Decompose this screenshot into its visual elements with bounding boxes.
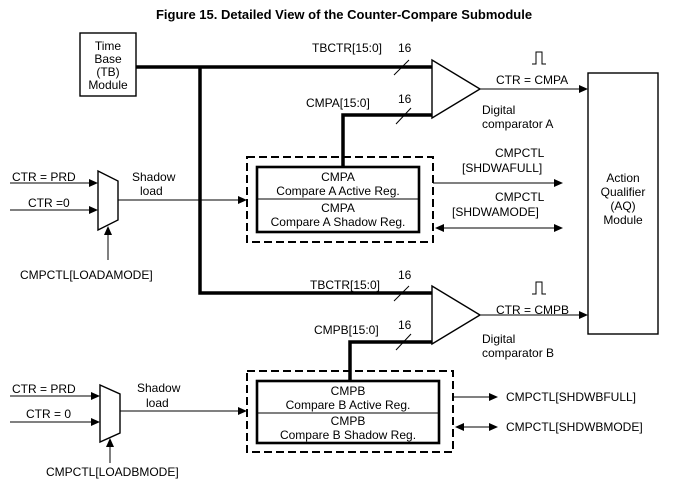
- shdwbfull-label: CMPCTL[SHDWBFULL]: [506, 390, 636, 404]
- comparator-a-label-2: comparator A: [482, 117, 553, 131]
- mux-a: [97, 169, 119, 232]
- cmpa-active-desc: Compare A Active Reg.: [276, 184, 399, 198]
- comparator-a-label-1: Digital: [482, 103, 515, 117]
- pulse-icon: [532, 281, 546, 295]
- cmpa-label: CMPA[15:0]: [306, 96, 370, 110]
- shdwafull-line1: CMPCTL: [495, 146, 545, 160]
- aq-label-1: Action: [606, 171, 639, 185]
- arrow-head: [104, 226, 112, 235]
- cmpa-width: 16: [398, 92, 412, 106]
- arrow-head: [489, 393, 498, 401]
- time-base-label-2: Base: [94, 52, 122, 66]
- mux-b-input-2: CTR = 0: [26, 407, 71, 421]
- time-base-module: [79, 32, 137, 97]
- pulse-icon: [532, 51, 546, 65]
- cmpa-register-group: [246, 156, 434, 243]
- comparator-b-label-1: Digital: [482, 332, 515, 346]
- arrow-head: [91, 418, 100, 426]
- cmpb-shadow-desc: Compare B Shadow Reg.: [280, 428, 416, 442]
- arrow-head: [554, 224, 563, 232]
- arrow-head: [238, 407, 247, 415]
- aq-label-3: (AQ): [610, 199, 635, 213]
- tbctr-bus: [136, 65, 432, 295]
- figure-title: Figure 15. Detailed View of the Counter-…: [156, 7, 532, 22]
- ctr-equal-cmpb: CTR = CMPB: [496, 303, 569, 317]
- arrow-head: [89, 179, 98, 187]
- channel-a: TBCTR[15:0] 16 CMPA[15:0] 16 CTR = CMPA …: [10, 41, 588, 282]
- cmpb-label: CMPB[15:0]: [314, 323, 379, 337]
- loadamode-label: CMPCTL[LOADAMODE]: [20, 268, 153, 282]
- action-qualifier-module: [587, 72, 659, 335]
- arrow-head: [489, 423, 498, 431]
- comparator-b-label-2: comparator B: [482, 346, 554, 360]
- loadbmode-label: CMPCTL[LOADBMODE]: [46, 465, 179, 479]
- shadow-load-a-2: load: [140, 184, 163, 198]
- cmpb-registers: [255, 379, 441, 445]
- arrow-head: [91, 392, 100, 400]
- cmpa-active-name: CMPA: [321, 170, 355, 184]
- shdwamode-line2: [SHDWAMODE]: [452, 205, 539, 219]
- cmpa-shadow-name: CMPA: [321, 201, 355, 215]
- arrow-head: [579, 85, 588, 93]
- shadow-load-b-1: Shadow: [137, 381, 181, 395]
- arrow-head: [435, 224, 444, 232]
- cmpb-shadow-name: CMPB: [331, 414, 366, 428]
- channel-b: TBCTR[15:0] 16 CMPB[15:0] 16 CTR = CMPB …: [10, 268, 643, 479]
- tbctr-b-label: TBCTR[15:0]: [310, 278, 380, 292]
- time-base-label-4: Module: [88, 78, 128, 92]
- time-base-label-1: Time: [95, 39, 122, 53]
- tbctr-a-width: 16: [398, 41, 412, 55]
- arrow-head: [455, 423, 464, 431]
- arrow-head: [89, 206, 98, 214]
- shdwamode-line1: CMPCTL: [495, 190, 545, 204]
- mux-a-input-1: CTR = PRD: [12, 170, 76, 184]
- mux-a-input-2: CTR =0: [28, 196, 70, 210]
- cmpb-register-group: [246, 370, 454, 453]
- bus-width-slash: [395, 107, 412, 125]
- arrow-head: [554, 179, 563, 187]
- cmpb-active-desc: Compare B Active Reg.: [286, 398, 411, 412]
- shadow-load-b-2: load: [146, 396, 169, 410]
- shdwbmode-label: CMPCTL[SHDWBMODE]: [506, 420, 643, 434]
- cmpb-active-name: CMPB: [331, 384, 366, 398]
- shdwafull-line2: [SHDWAFULL]: [462, 161, 542, 175]
- tbctr-b-width: 16: [398, 268, 412, 282]
- comparator-b: [431, 284, 482, 346]
- bus-width-slash: [393, 285, 410, 302]
- mux-b-input-1: CTR = PRD: [12, 382, 76, 396]
- cmpb-width: 16: [398, 318, 412, 332]
- time-base-label-3: (TB): [96, 65, 119, 79]
- arrow-head: [579, 311, 588, 319]
- shadow-load-a-1: Shadow: [132, 170, 176, 184]
- aq-label-2: Qualifier: [601, 185, 646, 199]
- ctr-equal-cmpa: CTR = CMPA: [496, 73, 568, 87]
- arrow-head: [106, 438, 114, 447]
- bus-width-slash: [393, 59, 410, 76]
- aq-label-4: Module: [603, 213, 643, 227]
- tbctr-a-label: TBCTR[15:0]: [312, 41, 382, 55]
- bus-width-slash: [395, 333, 412, 351]
- cmpa-shadow-desc: Compare A Shadow Reg.: [271, 215, 406, 229]
- arrow-head: [238, 196, 247, 204]
- mux-b: [99, 383, 121, 444]
- comparator-a: [431, 58, 482, 120]
